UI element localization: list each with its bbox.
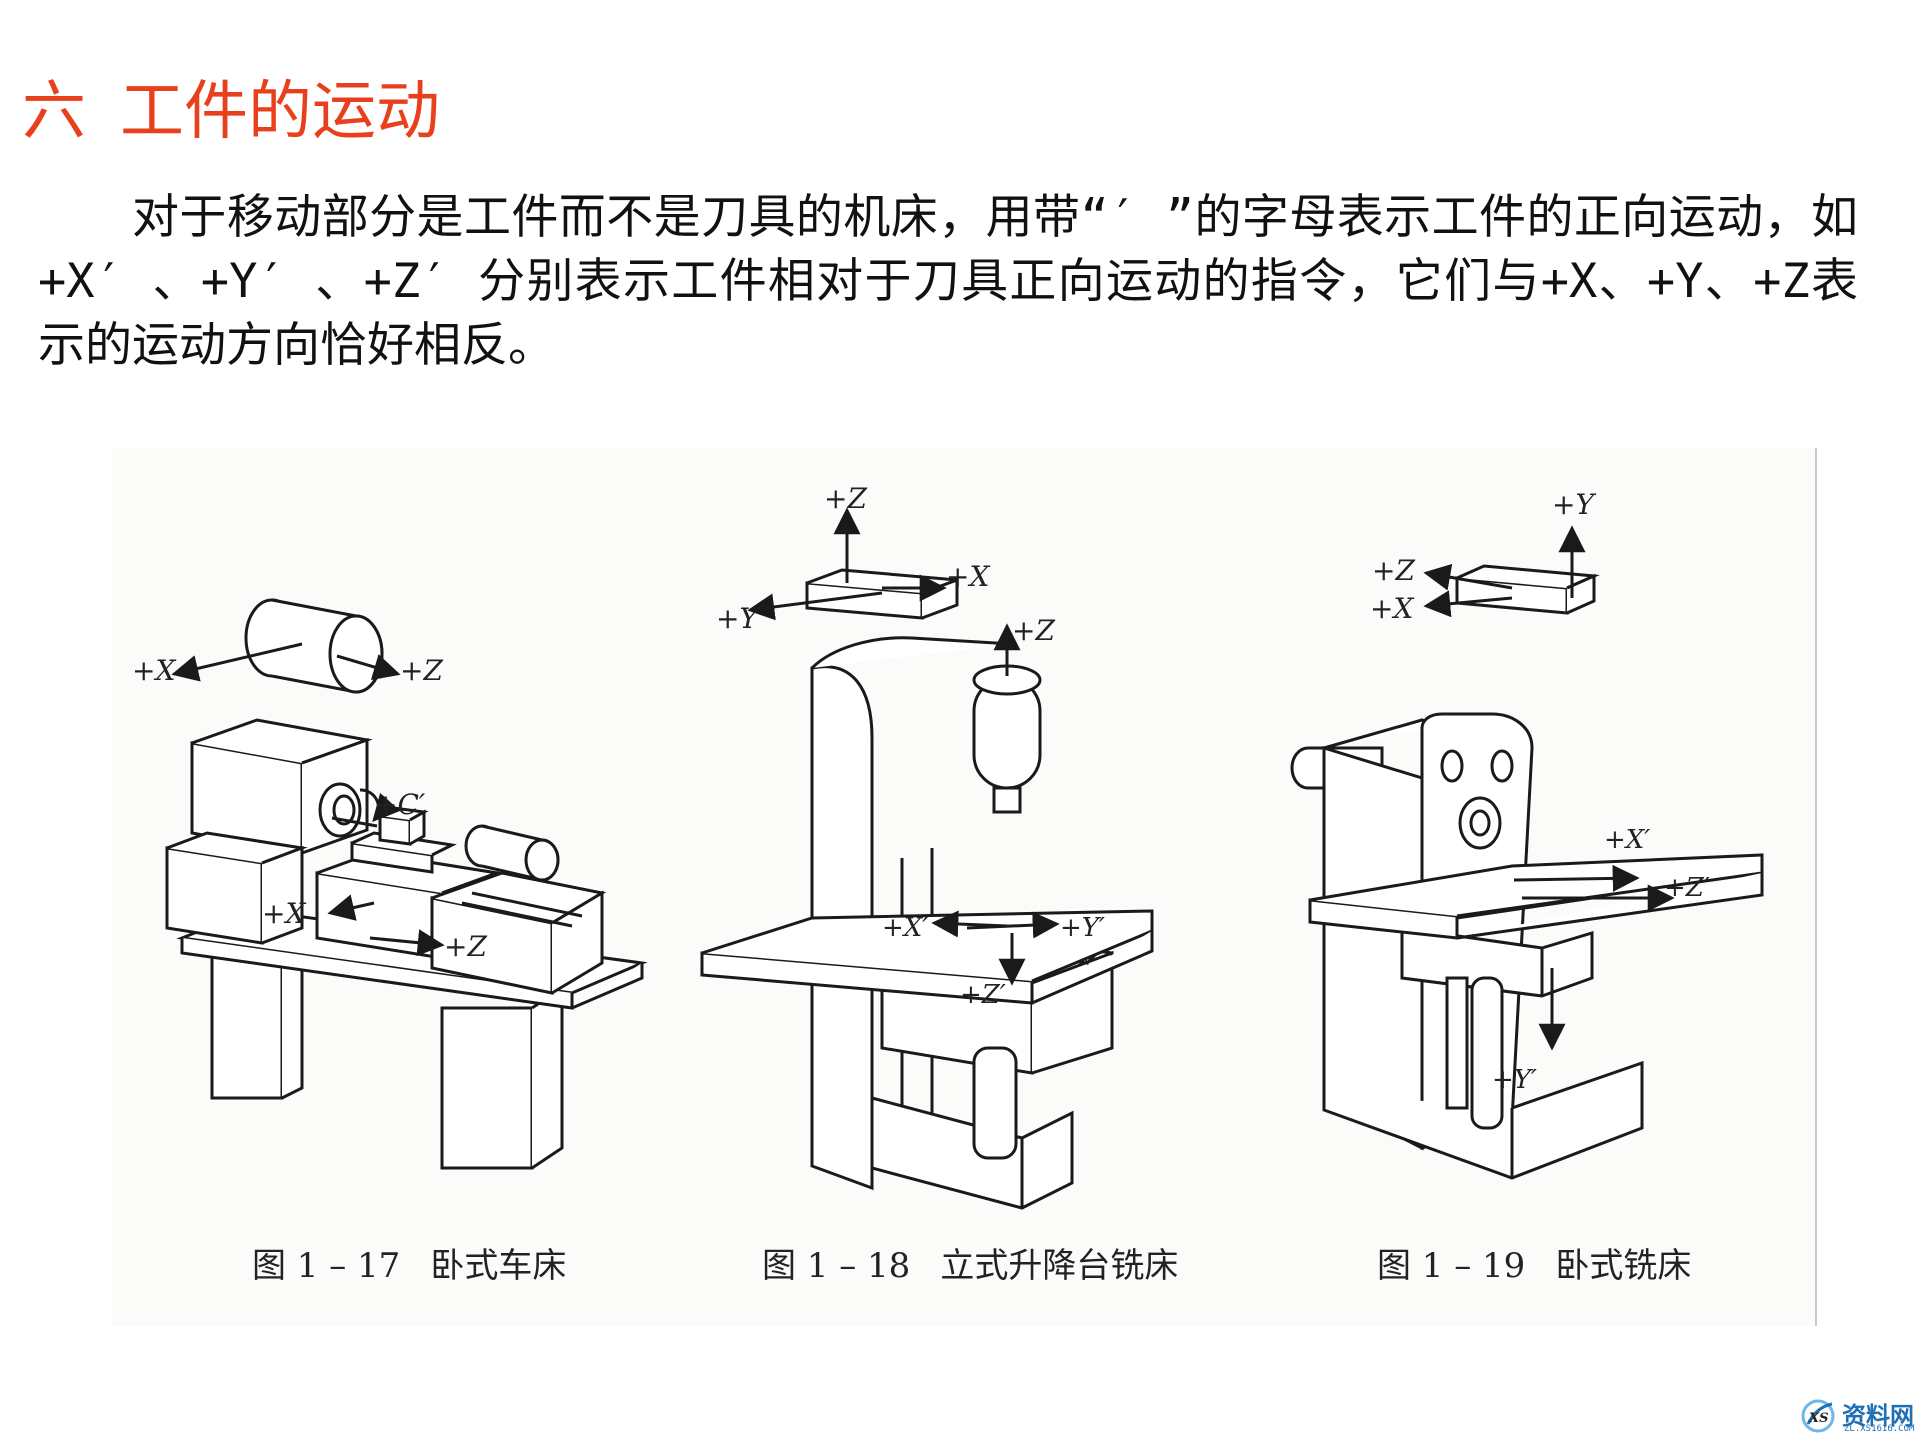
panel-right-rule bbox=[1815, 448, 1817, 1326]
caption-fig-1-17: 图 1 – 17 卧式车床 bbox=[252, 1238, 566, 1287]
machine-drawings: +X +Z +C′ +X +Z bbox=[132, 482, 1764, 1210]
slide-title: 六工件的运动 bbox=[22, 72, 440, 152]
caption-number: 图 1 – 17 bbox=[252, 1246, 401, 1286]
lathe-axis-cylinder bbox=[171, 598, 401, 694]
lathe-label-z-tool: +Z bbox=[444, 930, 487, 963]
site-watermark: XS 资料网 ZL.XS1616.COM bbox=[1800, 1398, 1918, 1436]
title-number: 六 bbox=[22, 75, 86, 149]
hmill-label-y: +Y bbox=[1552, 488, 1596, 521]
caption-number: 图 1 – 18 bbox=[762, 1246, 911, 1286]
lathe-label-c-prime: +C′ bbox=[374, 788, 426, 821]
mill-label-x: +X bbox=[946, 560, 990, 593]
caption-name: 卧式铣床 bbox=[1555, 1246, 1692, 1286]
body-paragraph: 对于移动部分是工件而不是刀具的机床，用带“′ ”的字母表示工件的正向运动，如+X… bbox=[38, 186, 1858, 378]
caption-fig-1-19: 图 1 – 19 卧式铣床 bbox=[1377, 1238, 1691, 1287]
caption-name: 立式升降台铣床 bbox=[940, 1246, 1179, 1286]
site-name: 资料网 bbox=[1842, 1402, 1914, 1430]
mill-label-z: +Z bbox=[824, 482, 867, 515]
logo-letters: XS bbox=[1808, 1411, 1828, 1426]
mill-label-z-prime: +Z′ bbox=[960, 980, 1006, 1010]
caption-name: 卧式车床 bbox=[430, 1246, 567, 1286]
hmill-label-x: +X bbox=[1370, 592, 1414, 625]
figure-panel: +X +Z +C′ +X +Z bbox=[112, 448, 1817, 1326]
hmill-label-y-prime: +Y′ bbox=[1492, 1065, 1537, 1095]
lathe-label-x: +X bbox=[132, 654, 176, 687]
hmill-label-z: +Z bbox=[1372, 554, 1415, 587]
mill-label-y-prime: +Y′ bbox=[1060, 913, 1105, 943]
caption-fig-1-18: 图 1 – 18 立式升降台铣床 bbox=[762, 1238, 1178, 1287]
title-text: 工件的运动 bbox=[120, 75, 440, 149]
mill-label-y: +Y bbox=[716, 602, 760, 635]
hmill-label-x-prime: +X′ bbox=[1604, 825, 1650, 855]
lathe-drawing bbox=[165, 598, 648, 1170]
body-text: 对于移动部分是工件而不是刀具的机床，用带“′ ”的字母表示工件的正向运动，如+X… bbox=[38, 190, 1858, 373]
site-url: ZL.XS1616.COM bbox=[1844, 1424, 1915, 1434]
mill-label-z-spindle: +Z bbox=[1012, 614, 1055, 647]
horizontal-mill-drawing bbox=[1290, 525, 1764, 1180]
hmill-label-z-prime: +Z′ bbox=[1664, 873, 1710, 903]
mill-label-x-prime: +X′ bbox=[882, 913, 928, 943]
lathe-label-x-tool: +X bbox=[262, 897, 306, 930]
site-logo-icon: XS bbox=[1801, 1399, 1835, 1433]
vertical-mill-drawing bbox=[700, 507, 1154, 1210]
lathe-label-z: +Z bbox=[400, 654, 443, 687]
caption-number: 图 1 – 19 bbox=[1377, 1246, 1526, 1286]
